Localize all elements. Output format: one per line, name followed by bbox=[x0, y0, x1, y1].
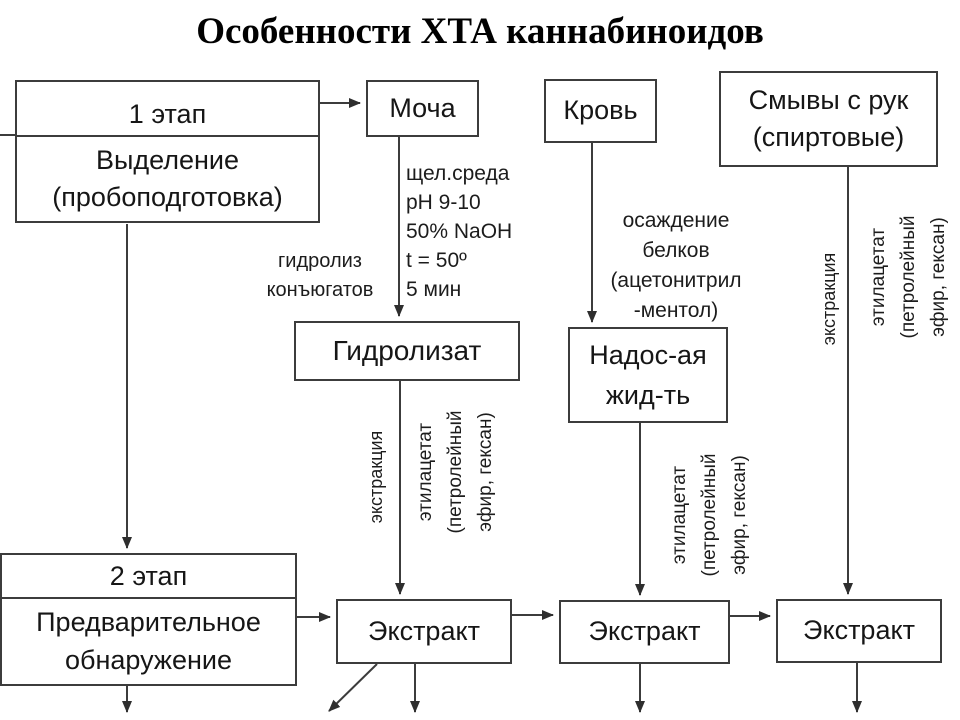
hydrolysis-note: гидролиз конъюгатов bbox=[266, 250, 374, 301]
arrow-extract1-diagonal bbox=[328, 663, 378, 712]
extraction-swabs-label: экстракция bbox=[819, 252, 839, 346]
solvent-swabs-label: этилацетат (петролейный эфир, гексан) bbox=[868, 215, 949, 339]
supernatant-box: Надос-ая жид-ть bbox=[568, 327, 728, 423]
stage2-box: 2 этап Предварительное обнаружение bbox=[0, 553, 297, 686]
extract-swabs-box: Экстракт bbox=[776, 599, 942, 663]
extraction-urine-label: экстракция bbox=[366, 430, 386, 524]
solvent-blood-label: этилацетат (петролейный эфир, гексан) bbox=[669, 453, 750, 577]
swabs-box: Смывы с рук (спиртовые) bbox=[719, 71, 938, 167]
extract-urine-box: Экстракт bbox=[336, 599, 512, 664]
alkaline-conditions-note: щел.среда pH 9-10 50% NaOH t = 50º 5 мин bbox=[406, 162, 513, 301]
stage1-body: Выделение (пробоподготовка) bbox=[52, 144, 283, 212]
urine-box: Моча bbox=[366, 80, 479, 137]
slide-title: Особенности ХТА каннабиноидов bbox=[196, 11, 764, 52]
extract-blood-box: Экстракт bbox=[559, 600, 730, 664]
protein-precipitation-note: осаждение белков (ацетонитрил -ментол) bbox=[610, 209, 742, 322]
hydrolysate-box: Гидролизат bbox=[294, 321, 520, 381]
stage1-box: 1 этап Выделение (пробоподготовка) bbox=[15, 80, 320, 223]
solvent-urine-label: этилацетат (петролейный эфир, гексан) bbox=[415, 410, 496, 534]
stage2-body: Предварительное обнаружение bbox=[36, 607, 261, 675]
blood-box: Кровь bbox=[544, 79, 657, 143]
stage2-header: 2 этап bbox=[2, 555, 295, 599]
stage1-header: 1 этап bbox=[17, 82, 318, 137]
